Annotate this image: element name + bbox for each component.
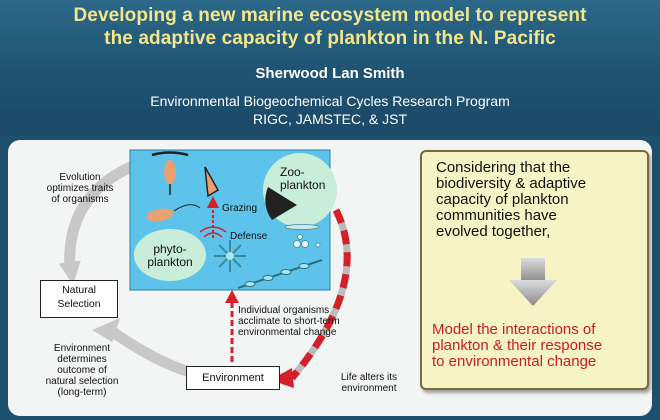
zooplankton-label-line: plankton	[280, 178, 326, 192]
phytoplankton-blob	[134, 229, 206, 281]
env-determines-line: Environment	[53, 343, 111, 354]
conclusion-callout: Considering that the biodiversity & adap…	[420, 150, 649, 390]
life-alters-arrowhead	[270, 368, 294, 388]
life-alters-label: Life alters its environment	[326, 372, 412, 394]
author-name: Sherwood Lan Smith	[255, 65, 405, 82]
affiliation-line-2: RIGC, JAMSTEC, & JST	[252, 111, 407, 127]
callout-result-line: plankton & their response	[432, 337, 603, 354]
evolution-label-line: Evolution	[59, 172, 101, 183]
defense-label: Defense	[230, 231, 268, 242]
phytoplankton-label-line: plankton	[147, 255, 193, 269]
acclimate-label-line: Individual organisms	[238, 305, 330, 316]
callout-premise-line: capacity of plankton	[436, 191, 569, 208]
evolution-cycle-arrowhead	[58, 260, 81, 285]
callout-result: Model the interactions of plankton & the…	[432, 322, 644, 370]
title-line-1: Developing a new marine ecosystem model …	[73, 5, 587, 26]
environment-box: Environment	[186, 366, 280, 390]
needle-cell-icon	[284, 224, 320, 230]
selection-cycle-arrowhead	[92, 318, 120, 342]
callout-result-line: Model the interactions of	[432, 321, 596, 338]
callout-result-line: to environmental change	[432, 353, 597, 370]
flagellate-icon	[146, 208, 174, 222]
zooplankton-label-line: Zoo-	[280, 165, 305, 179]
small-cells-icon	[293, 234, 321, 248]
zooplankton-mouth	[265, 187, 297, 220]
acclimate-label-line: acclimate to short-term	[238, 316, 340, 327]
acclimate-label-line: environmental change	[238, 327, 337, 338]
life-alters-line: environment	[341, 383, 397, 394]
callout-premise-line: Considering that the	[436, 159, 571, 176]
env-determines-line: outcome of	[57, 365, 107, 376]
phytoplankton-label-line: phyto-	[153, 242, 187, 256]
header-banner: Developing a new marine ecosystem model …	[0, 0, 660, 136]
evolution-label-line: of organisms	[51, 194, 109, 205]
callout-premise-line: evolved together,	[436, 223, 551, 240]
grazing-label: Grazing	[222, 203, 258, 214]
env-determines-line: determines	[57, 354, 107, 365]
phytoplankton-label: phyto- plankton	[140, 243, 200, 269]
title-line-2: the adaptive capacity of plankton in the…	[104, 28, 556, 49]
callout-premise-line: biodiversity & adaptive	[436, 175, 587, 192]
down-arrow-icon	[509, 258, 557, 306]
life-alters-line: Life alters its	[340, 372, 398, 383]
natural-selection-box: Natural Selection	[40, 280, 118, 318]
env-determines-line: natural selection	[45, 376, 119, 387]
evolution-label-line: optimizes traits	[46, 183, 114, 194]
callout-premise-line: communities have	[436, 207, 557, 224]
evolution-cycle-arrow	[64, 159, 141, 276]
environment-determines-label: Environment determines outcome of natura…	[30, 343, 134, 398]
cone-organism-icon	[204, 166, 220, 198]
affiliation-line-1: Environmental Biogeochemical Cycles Rese…	[150, 93, 510, 109]
copepod-icon	[151, 151, 189, 195]
evolution-label: Evolution optimizes traits of organisms	[32, 172, 128, 205]
env-determines-line: (long-term)	[57, 387, 107, 398]
acclimate-label: Individual organisms acclimate to short-…	[238, 305, 358, 338]
natural-selection-line: Selection	[57, 298, 101, 310]
natural-selection-line: Natural	[62, 284, 96, 296]
zooplankton-label: Zoo- plankton	[280, 166, 330, 192]
callout-premise: Considering that the biodiversity & adap…	[436, 160, 636, 240]
